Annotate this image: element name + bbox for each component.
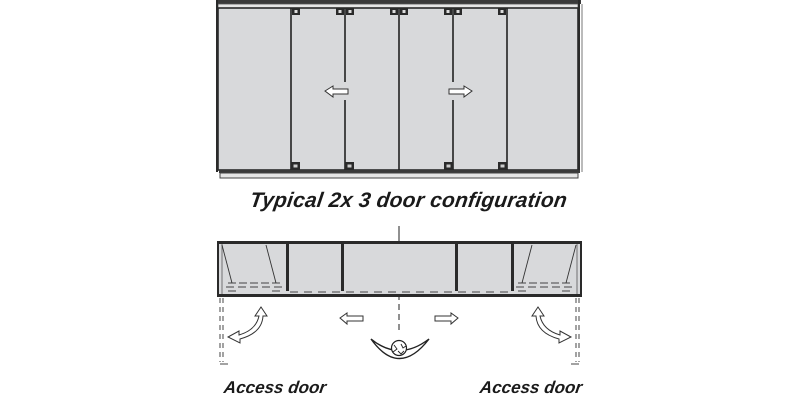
top-track — [216, 0, 581, 4]
swing-left-arrow-icon — [226, 306, 268, 344]
plan-panel — [511, 244, 514, 291]
bottom-track — [219, 170, 580, 173]
plan-view — [217, 226, 582, 365]
plan-panel — [455, 244, 458, 291]
elevation-view — [216, 0, 583, 179]
right-access-door-outline — [571, 298, 580, 365]
slide-right-arrow-icon — [448, 85, 473, 98]
elevation-frame — [217, 7, 579, 171]
plan-panel — [341, 244, 344, 291]
plan-slide-right-arrow-icon — [434, 312, 459, 326]
top-hinges — [292, 8, 506, 15]
slide-left-arrow-icon — [324, 85, 349, 98]
plan-slide-left-arrow-icon — [339, 312, 364, 326]
left-access-door-outline — [219, 298, 228, 365]
plan-panel — [286, 244, 289, 291]
right-access-door-plan — [516, 244, 577, 292]
viewer-person-icon — [370, 338, 430, 360]
access-door-left-label: Access door — [222, 378, 328, 397]
left-access-door-plan — [221, 244, 282, 292]
access-door-right-label: Access door — [478, 378, 584, 397]
bottom-pivots — [291, 162, 507, 170]
diagram-title: Typical 2x 3 door configuration — [248, 189, 569, 212]
swing-right-arrow-icon — [531, 306, 573, 344]
